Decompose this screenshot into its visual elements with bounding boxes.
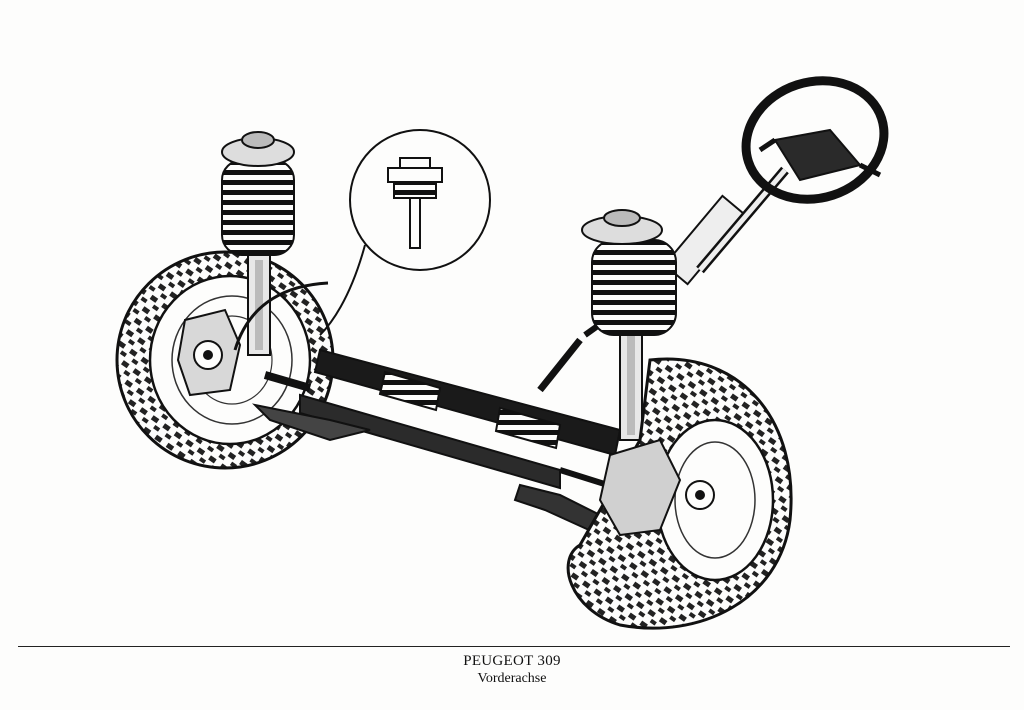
caption-model: PEUGEOT 309 [463, 653, 561, 669]
left-lower-arm [251, 403, 371, 442]
right-steering-knuckle [598, 438, 682, 537]
bolt-detail [387, 157, 443, 249]
right-wheel [566, 357, 793, 630]
detail-magnifier [319, 129, 491, 336]
rack-boot-right [494, 406, 562, 450]
steering-wheel [741, 76, 889, 204]
right-strut [581, 209, 677, 441]
left-brake-caliper [176, 308, 242, 397]
front-axle-illustration [115, 76, 889, 630]
left-coil-spring [221, 159, 295, 256]
rack-boot-left [378, 370, 442, 412]
right-coil-spring [591, 239, 677, 336]
caption: PEUGEOT 309 Vorderachse [0, 653, 1024, 687]
left-brake-line [233, 281, 329, 351]
caption-rule [18, 646, 1010, 647]
caption-subtitle: Vorderachse [477, 671, 547, 686]
